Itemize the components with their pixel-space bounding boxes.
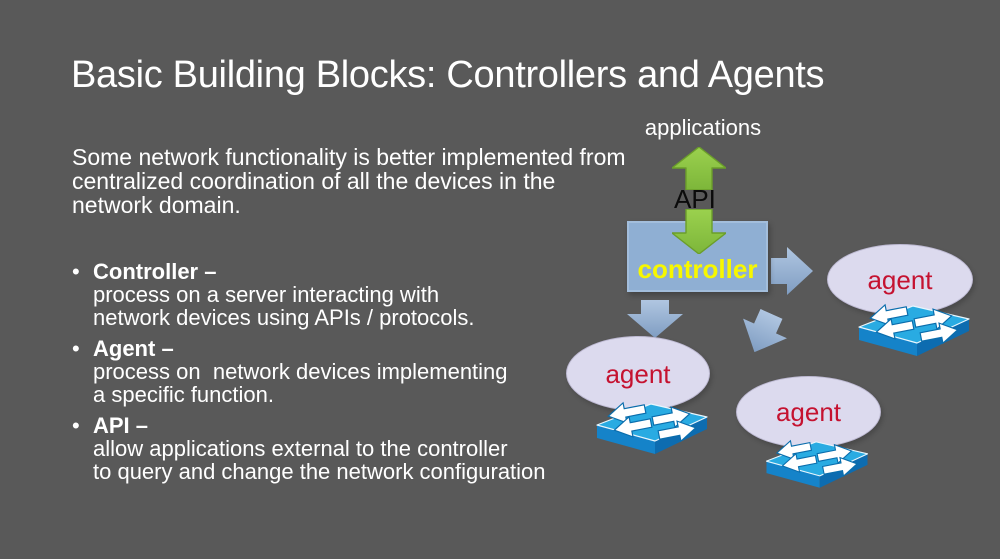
bullet-list: • Controller – process on a server inter…	[72, 260, 632, 491]
bullet-body: allow applications external to the contr…	[93, 436, 546, 484]
bullet-head: Controller –	[93, 260, 632, 283]
network-switch-icon	[596, 401, 708, 454]
controller-to-agent-down-arrow-icon	[627, 300, 683, 338]
api-label: API	[674, 184, 716, 214]
bullet-body: process on a server interacting with net…	[93, 282, 475, 330]
intro-text: Some network functionality is better imp…	[72, 144, 626, 218]
bullet-item-controller: • Controller – process on a server inter…	[72, 260, 632, 329]
page-title: Basic Building Blocks: Controllers and A…	[71, 54, 825, 96]
bullet-head: API –	[93, 414, 632, 437]
bullet-dash: –	[198, 259, 217, 284]
bullet-body: process on network devices implementing …	[93, 359, 508, 407]
controller-box: controller	[627, 221, 768, 292]
bullet-item-agent: • Agent – process on network devices imp…	[72, 337, 632, 406]
api-down-arrow-icon	[672, 209, 726, 254]
agent-label: agent	[605, 358, 671, 389]
controller-to-agent-diagonal-arrow-icon	[743, 308, 787, 353]
agent-ellipse-top-right: agent	[827, 244, 973, 315]
bullet-term: Agent	[93, 336, 156, 361]
network-switch-icon	[765, 439, 869, 488]
agent-ellipse-bottom-left: agent	[566, 336, 710, 411]
bullet-head: Agent –	[93, 337, 632, 360]
controller-label: controller	[637, 254, 758, 284]
controller-to-agent-right-arrow-icon	[771, 247, 813, 295]
bullet-term: API	[93, 413, 130, 438]
api-up-arrow-icon	[672, 147, 726, 190]
agent-label: agent	[775, 397, 842, 427]
bullet-dash: –	[129, 413, 149, 438]
bullet-marker: •	[72, 259, 80, 284]
applications-label: applications	[644, 115, 762, 140]
agent-label: agent	[867, 264, 933, 295]
network-switch-icon	[858, 303, 970, 356]
agent-ellipse-bottom-right: agent	[736, 376, 881, 448]
bullet-marker: •	[72, 336, 80, 361]
bullet-term: Controller	[93, 259, 199, 284]
bullet-marker: •	[72, 413, 80, 438]
bullet-dash: –	[155, 336, 174, 361]
bullet-item-api: • API – allow applications external to t…	[72, 414, 632, 483]
